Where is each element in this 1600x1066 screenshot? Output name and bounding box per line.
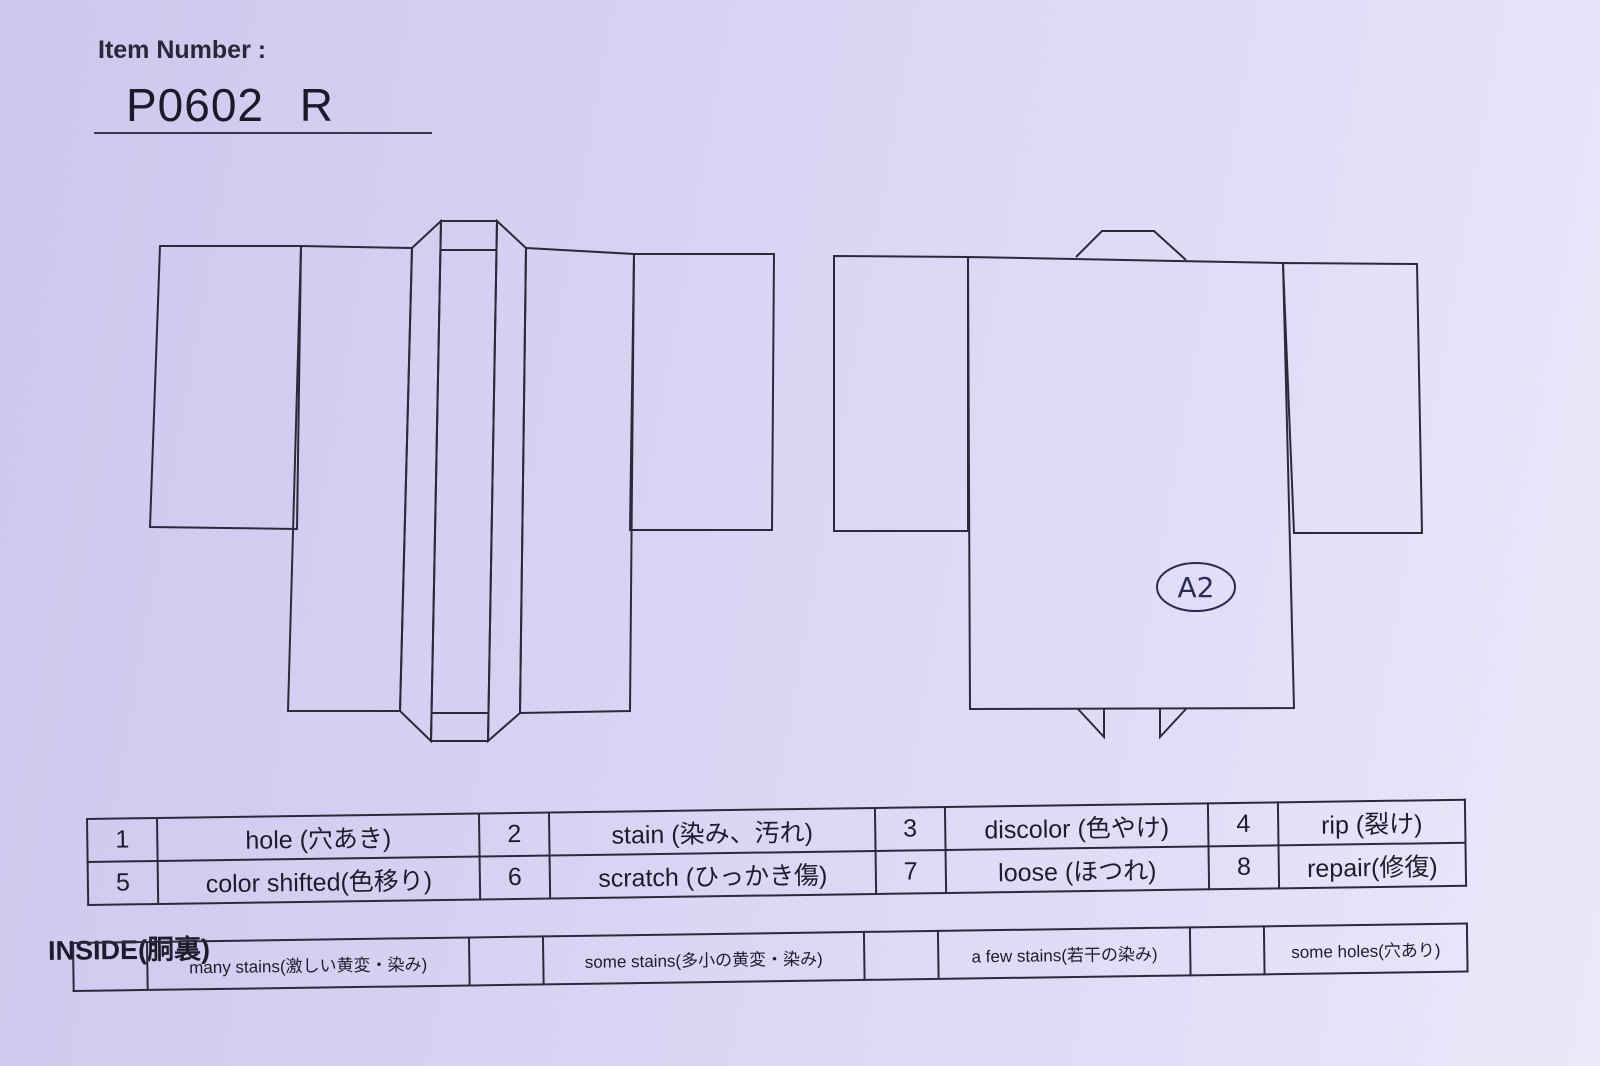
back-view-outline <box>833 230 1424 740</box>
back-right-sleeve <box>1281 261 1424 534</box>
defect-code-number: 3 <box>874 807 946 851</box>
back-body <box>966 255 1296 711</box>
defect-code-label: stain (染み、汚れ) <box>548 807 876 856</box>
defect-code-label: discolor (色やけ) <box>944 803 1209 851</box>
inside-checkbox-many-stains[interactable] <box>73 941 148 991</box>
inside-option-label: many stains(激しい黄変・染み) <box>147 937 470 990</box>
defect-code-number: 7 <box>875 850 947 894</box>
front-left-collar <box>398 218 443 744</box>
defect-code-label: scratch (ひっかき傷) <box>549 850 877 899</box>
inside-option-label: some stains(多小の黄変・染み) <box>542 931 865 985</box>
back-mark-text: A2 <box>1178 571 1215 604</box>
back-collar <box>1075 230 1187 261</box>
defect-code-label: loose (ほつれ) <box>945 846 1210 893</box>
front-right-sleeve <box>628 253 776 531</box>
back-left-sleeve <box>833 254 969 532</box>
inside-checkbox-few-stains[interactable] <box>864 930 939 980</box>
defect-code-number: 5 <box>87 861 159 905</box>
front-right-body <box>518 246 636 715</box>
inside-checkbox-some-holes[interactable] <box>1190 926 1265 976</box>
inside-option-label: some holes(穴あり) <box>1264 923 1468 975</box>
defect-code-number: 2 <box>478 812 550 857</box>
front-view-outline <box>148 218 776 744</box>
inside-checkbox-some-stains[interactable] <box>468 936 544 986</box>
back-left-hem-tab <box>1077 708 1105 740</box>
defect-code-number: 6 <box>479 855 551 900</box>
defect-code-number: 1 <box>87 818 158 862</box>
back-right-hem-tab <box>1159 708 1187 740</box>
defect-code-label: repair(修復) <box>1278 842 1467 889</box>
item-number-underline <box>94 132 432 134</box>
handwritten-defect-mark: A2 <box>1156 562 1236 612</box>
item-number-label: Item Number : <box>98 36 267 64</box>
hand-drawn-circle-icon <box>1156 562 1236 612</box>
defect-code-number: 8 <box>1208 845 1280 890</box>
front-center-band <box>429 220 499 742</box>
defect-code-label: rip (裂け) <box>1278 799 1466 846</box>
defect-code-label: color shifted(色移り) <box>157 856 481 905</box>
front-left-body <box>286 244 414 712</box>
item-number-value: P0602 R <box>126 79 335 131</box>
defect-code-number: 4 <box>1208 802 1279 847</box>
defect-code-label: hole (穴あき) <box>157 813 480 862</box>
inside-option-label: a few stains(若干の染み) <box>938 927 1191 979</box>
front-left-sleeve <box>148 245 303 531</box>
